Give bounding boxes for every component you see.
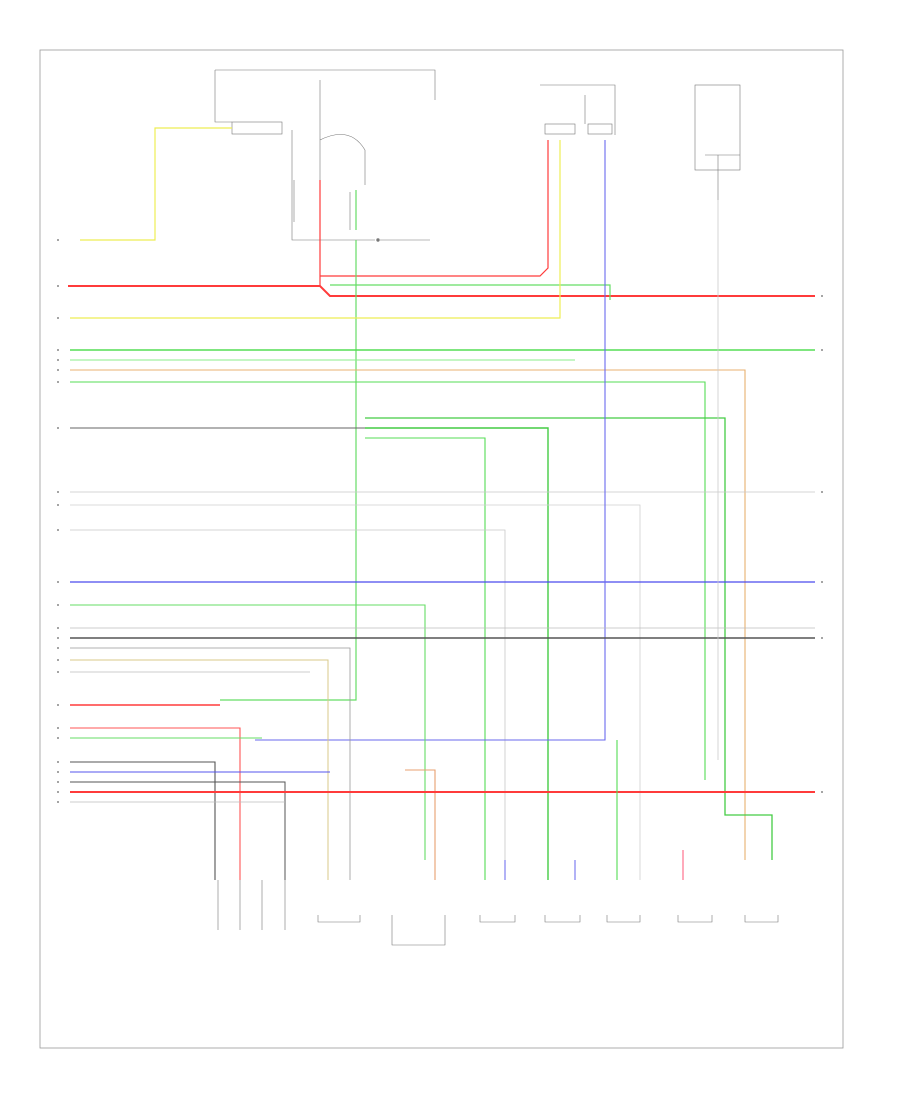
left-pin-markers	[57, 239, 59, 803]
bottom-sensor-1	[217, 880, 286, 930]
bottom-sensor-3	[391, 915, 446, 946]
wire-black-4	[70, 781, 286, 880]
wire-green-down-1	[365, 427, 549, 880]
wire-yellow-2	[70, 140, 561, 319]
top-right-module-block	[694, 84, 741, 200]
wire-yellow-top	[80, 127, 232, 241]
wire-green-bus-3	[70, 381, 706, 780]
bottom-sensor-8	[744, 915, 779, 923]
bottom-sensor-5	[544, 915, 581, 923]
top-relay-block	[214, 69, 436, 242]
diagram-frame	[39, 49, 844, 1049]
wire-gray-3	[70, 529, 506, 880]
right-pin-markers	[821, 295, 823, 793]
wire-orange-2	[405, 769, 436, 880]
wire-red-3	[70, 727, 241, 880]
wire-green-top	[330, 284, 611, 300]
top-center-connector	[540, 84, 616, 135]
wire-green-loop	[365, 417, 773, 860]
bottom-sensor-7	[677, 915, 713, 923]
wire-red-main	[68, 285, 815, 297]
wire-black-3	[70, 761, 216, 880]
wire-green-down-2	[365, 437, 486, 880]
wire-red-up-right	[320, 140, 549, 277]
bottom-sensor-6	[606, 915, 641, 923]
wire-gray-2	[70, 504, 641, 880]
bottom-sensor-4	[479, 915, 516, 923]
wire-blue-vert	[255, 140, 606, 741]
bottom-sensor-2	[317, 915, 361, 923]
wire-orange-bus	[70, 369, 746, 860]
wire-green-4	[70, 604, 426, 860]
wire-green-vert-mid	[220, 240, 357, 701]
wire-tan	[70, 659, 329, 880]
wire-gray-5	[70, 647, 351, 880]
